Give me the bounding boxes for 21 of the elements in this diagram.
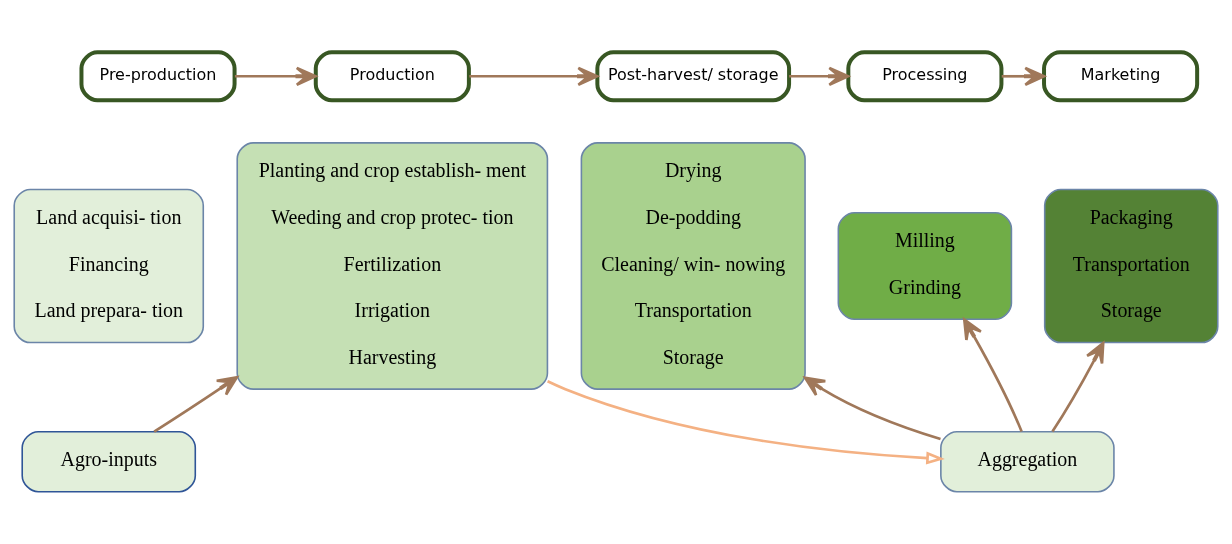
node-box: Land acquisi- tion Financing Land prepara- tion	[13, 188, 205, 344]
node-box: Agro-inputs	[21, 430, 197, 493]
node-box: Post-harvest/ storage	[595, 50, 792, 103]
arrow	[469, 66, 599, 86]
arrow	[153, 375, 239, 433]
node-box: Drying De-podding Cleaning/ win- nowing Transportation Storage	[580, 142, 806, 390]
arrow	[547, 380, 945, 465]
arrow	[1051, 341, 1105, 433]
node-box: Processing	[846, 50, 1004, 103]
node-box: Marketing	[1042, 50, 1200, 103]
arrow	[803, 376, 941, 441]
arrow	[1001, 66, 1046, 86]
arrow	[962, 318, 1023, 432]
arrow	[789, 66, 850, 86]
node-box: Planting and crop establish- ment Weeding and crop protec- tion Fertilization Irrigation Harvesting	[236, 142, 549, 390]
node-box: Packaging Transportation Storage	[1043, 188, 1219, 344]
node-box: Pre-production	[79, 50, 237, 103]
node-box: Production	[313, 50, 471, 103]
node-box: Milling Grinding	[837, 211, 1013, 321]
node-box: Aggregation	[940, 430, 1115, 493]
arrow	[234, 66, 317, 86]
